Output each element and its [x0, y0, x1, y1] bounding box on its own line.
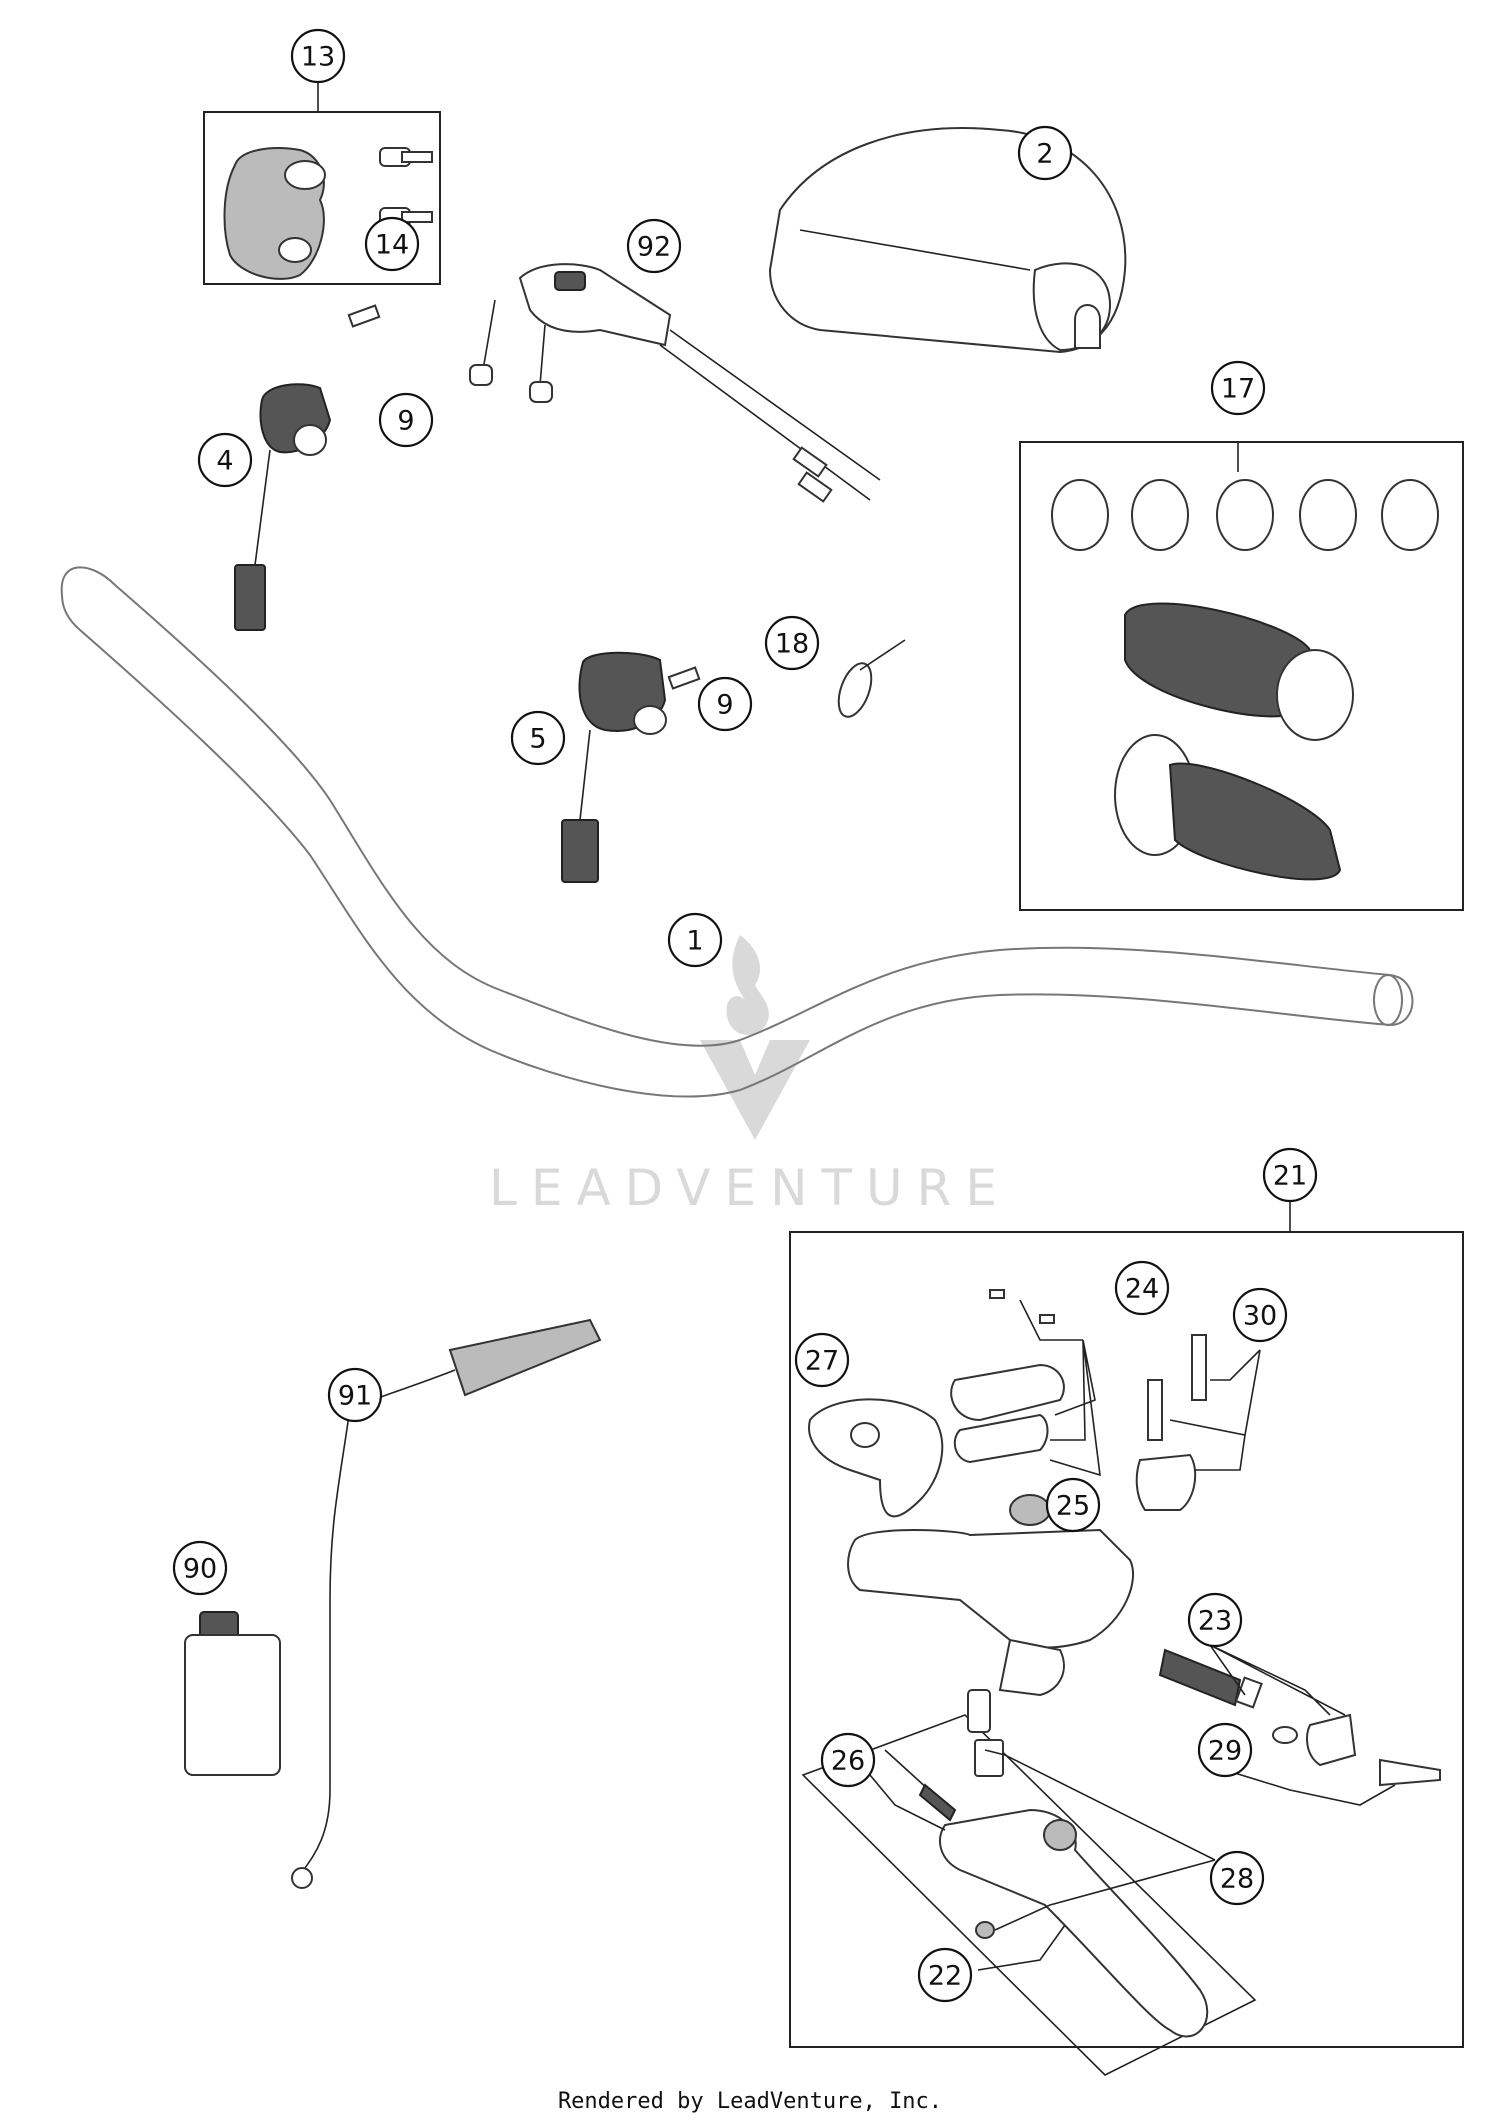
callout-27: 27 [794, 1332, 850, 1388]
clutch-guard-27 [808, 1398, 944, 1518]
callout-23: 23 [1187, 1592, 1243, 1648]
callout-5: 5 [510, 710, 566, 766]
callout-29: 29 [1197, 1722, 1253, 1778]
callout-4: 4 [197, 432, 253, 488]
callout-25-label: 25 [1056, 1491, 1090, 1522]
grip-left [1124, 602, 1354, 741]
callout-26-label: 26 [831, 1746, 865, 1777]
push-rod-29 [1272, 1713, 1441, 1787]
callout-13: 13 [290, 28, 346, 84]
grip-adapters [1051, 479, 1439, 551]
callout-4-label: 4 [216, 446, 233, 477]
clutch-kit-box-21 [789, 1231, 1464, 2048]
callout-29-label: 29 [1208, 1736, 1242, 1767]
callout-17: 17 [1210, 360, 1266, 416]
callout-9a-label: 9 [397, 406, 414, 437]
callout-2: 2 [1017, 125, 1073, 181]
screw-9b [667, 666, 701, 690]
leader-28 [984, 1749, 1216, 1931]
grip-kit-box-17 [1019, 441, 1464, 911]
callout-90: 90 [172, 1540, 228, 1596]
callout-28: 28 [1209, 1850, 1265, 1906]
lever-box-22 [801, 1714, 1257, 2076]
callout-91: 91 [327, 1367, 383, 1423]
clutch-hose [291, 1318, 602, 1889]
kill-switch-part [223, 147, 326, 280]
callout-90-label: 90 [183, 1554, 217, 1585]
callout-13-label: 13 [301, 42, 335, 73]
screw-14 [379, 147, 433, 227]
callout-9b-label: 9 [716, 690, 733, 721]
bushing-28 [967, 1689, 1004, 1777]
callout-22-label: 22 [928, 1961, 962, 1992]
throttle-assembly [469, 263, 881, 503]
callout-21-label: 21 [1273, 1161, 1307, 1192]
switch-kit-box-13 [203, 111, 441, 285]
spring-26 [884, 1749, 957, 1822]
callout-9a: 9 [378, 392, 434, 448]
leader-26 [869, 1774, 946, 1831]
master-cylinder-body [847, 1528, 1135, 1697]
callout-23-label: 23 [1198, 1606, 1232, 1637]
grip-right [1114, 734, 1342, 881]
watermark-logo: LEADVENTURE [489, 935, 1011, 1217]
callout-5-label: 5 [529, 724, 546, 755]
callout-28-label: 28 [1220, 1864, 1254, 1895]
callout-22: 22 [917, 1947, 973, 2003]
bolt-30 [1135, 1334, 1207, 1511]
leader-23 [1209, 1644, 1346, 1716]
oil-bottle [184, 1611, 281, 1776]
callout-30-label: 30 [1243, 1301, 1277, 1332]
footer-credit: Rendered by LeadVenture, Inc. [558, 2089, 942, 2114]
leader-29 [1224, 1769, 1396, 1806]
left-switch [234, 383, 332, 631]
clutch-cover-24 [950, 1289, 1065, 1464]
callout-1-label: 1 [686, 926, 703, 957]
callout-92-label: 92 [637, 232, 671, 263]
callout-18: 18 [764, 615, 820, 671]
callout-24-label: 24 [1125, 1274, 1159, 1305]
callout-21: 21 [1262, 1147, 1318, 1203]
callout-26: 26 [820, 1732, 876, 1788]
cable-tie [837, 639, 906, 718]
screw-9a [347, 304, 381, 328]
handlebar-pad [768, 127, 1127, 354]
right-switch [561, 651, 667, 883]
diaphragm-25 [1009, 1494, 1051, 1526]
leader-22 [977, 1924, 1066, 1971]
callout-24: 24 [1114, 1260, 1170, 1316]
callout-14-label: 14 [375, 230, 409, 261]
callout-18-label: 18 [775, 629, 809, 660]
callout-14: 14 [364, 216, 420, 272]
watermark-text: LEADVENTURE [489, 1159, 1011, 1217]
callout-2-label: 2 [1036, 139, 1053, 170]
callout-30: 30 [1232, 1287, 1288, 1343]
leader-30 [1169, 1349, 1261, 1471]
lever-22 [939, 1808, 1209, 2038]
callout-25: 25 [1045, 1477, 1101, 1533]
callout-27-label: 27 [805, 1346, 839, 1377]
callout-91-label: 91 [338, 1381, 372, 1412]
callout-1: 1 [667, 912, 723, 968]
handlebar [60, 566, 1414, 1098]
callout-17-label: 17 [1221, 374, 1255, 405]
callout-9b: 9 [697, 676, 753, 732]
leader-24 [1019, 1299, 1101, 1477]
piston-23 [1158, 1648, 1263, 1709]
callout-92: 92 [626, 218, 682, 274]
